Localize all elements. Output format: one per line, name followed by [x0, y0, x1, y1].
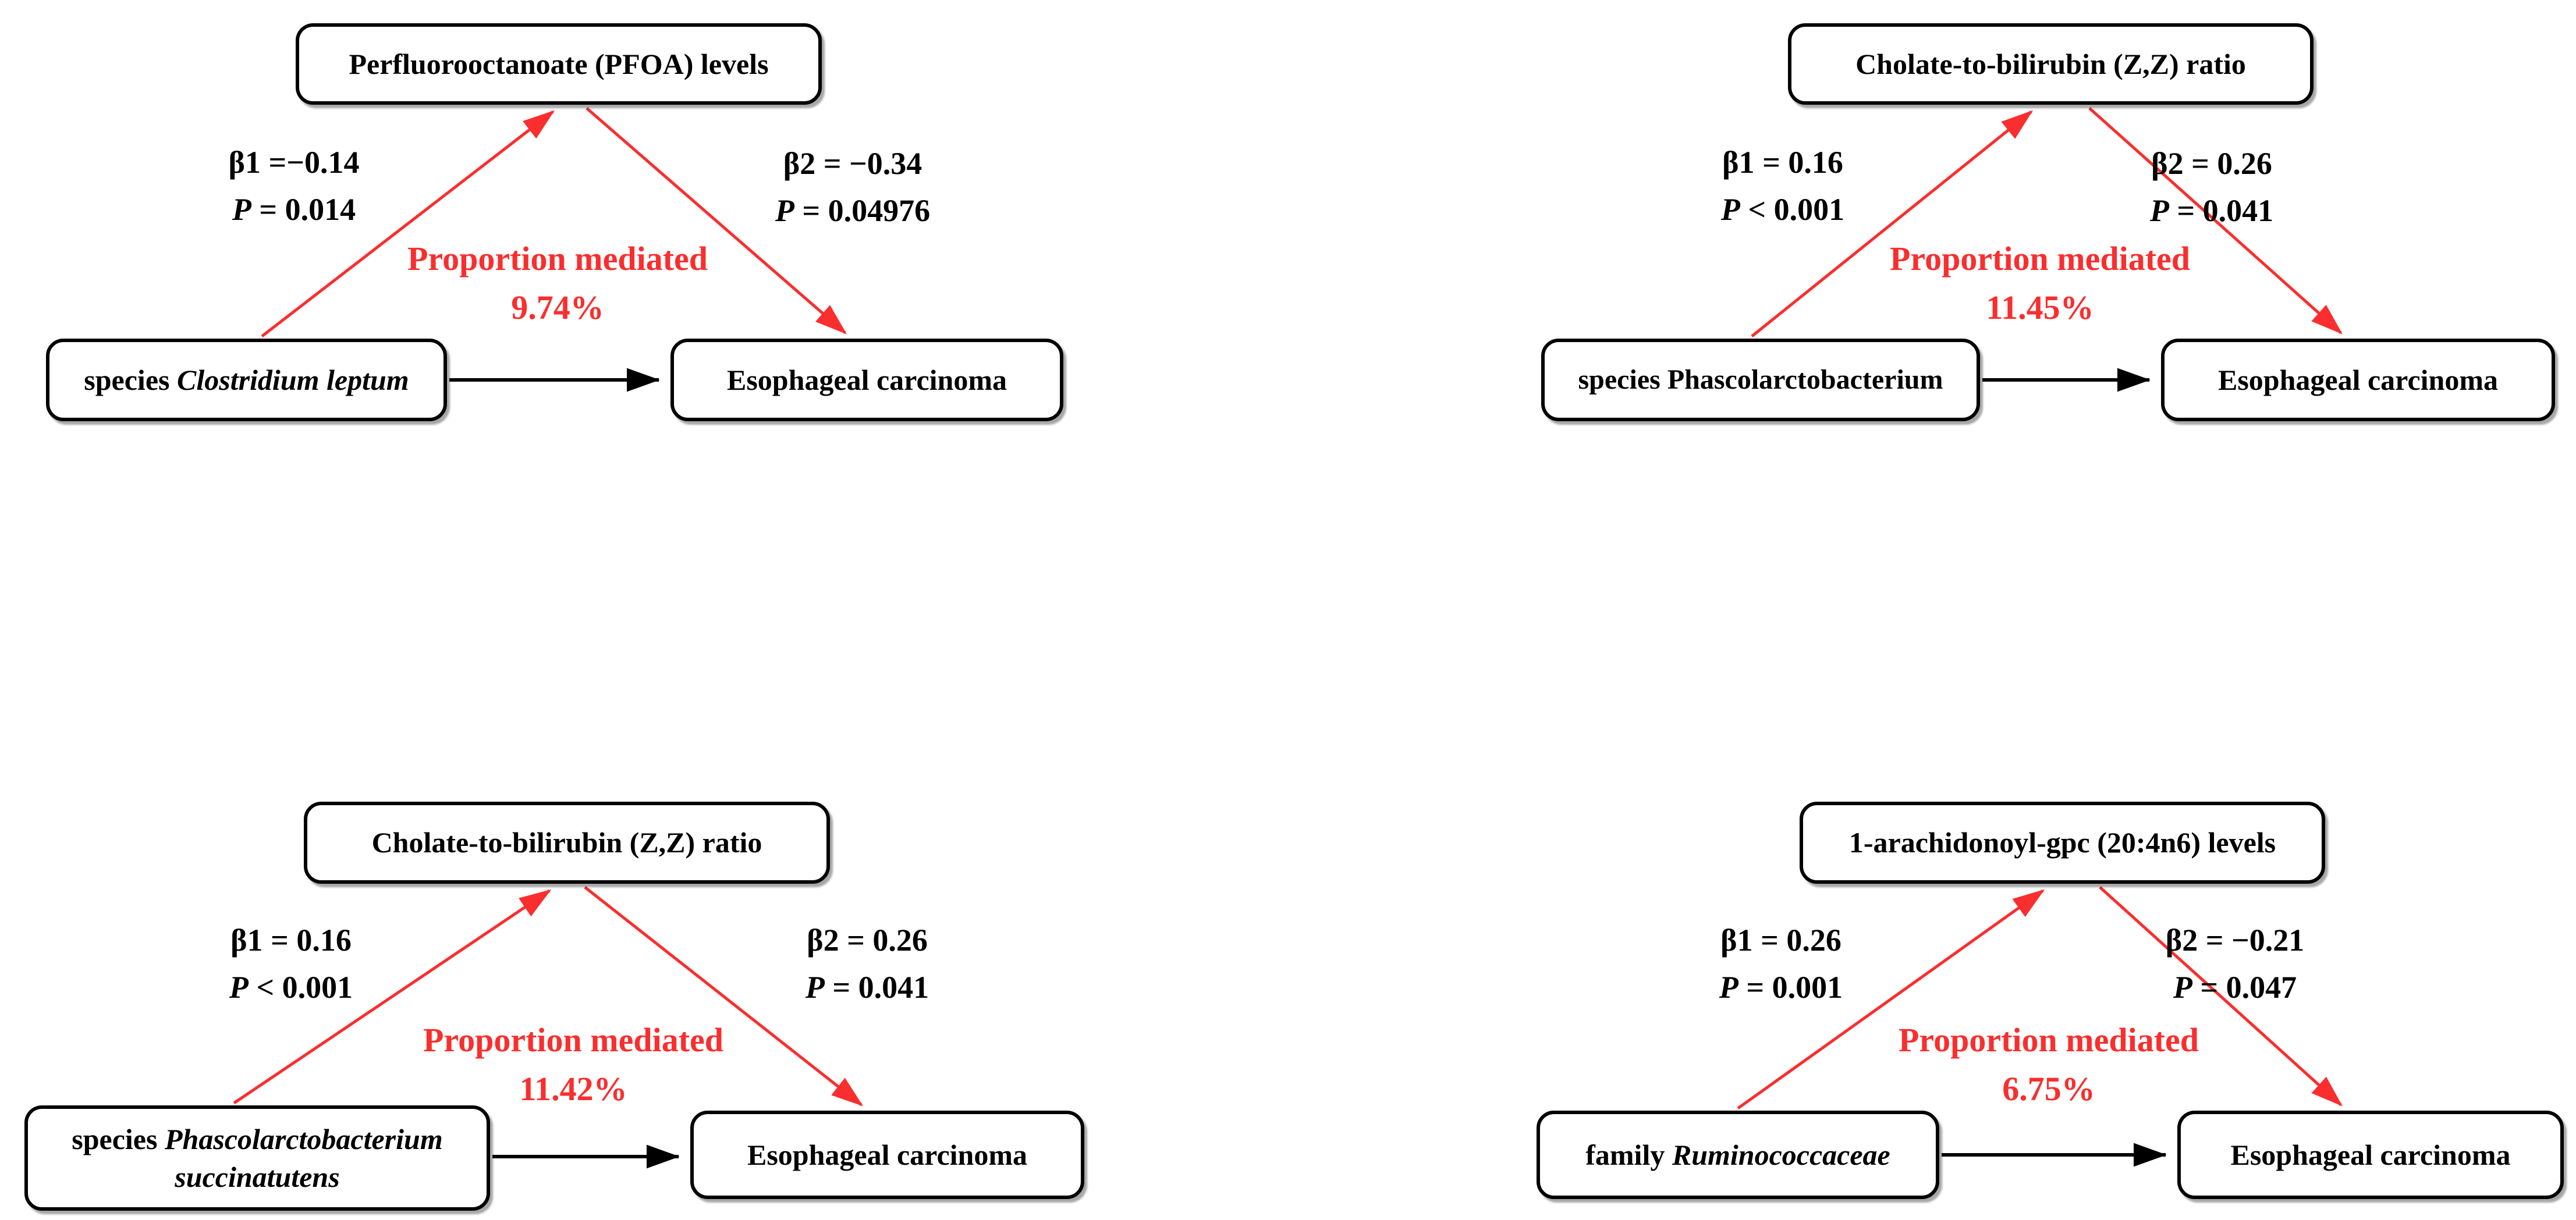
outcome-label: Esophageal carcinoma	[747, 1138, 1028, 1171]
beta1-value: β1 = 0.16	[1722, 145, 1843, 180]
p2-value: P = 0.047	[2173, 970, 2297, 1005]
taxon-rank: family	[1585, 1138, 1665, 1171]
outcome-box: Esophageal carcinoma	[2161, 339, 2555, 421]
exposure-label: family Ruminococcaceae	[1585, 1136, 1890, 1174]
proportion-mediated-value: 9.74%	[511, 289, 604, 326]
p-symbol: P	[805, 970, 825, 1005]
beta2-value: β2 = 0.26	[2151, 146, 2272, 181]
p2-path-b-arrow	[2088, 107, 2343, 335]
path-b-stats: β2 = 0.26 P = 0.041	[806, 917, 929, 1011]
proportion-mediated: Proportion mediated 9.74%	[407, 234, 708, 332]
mediator-box: Cholate-to-bilirubin (Z,Z) ratio	[1788, 23, 2314, 105]
exposure-box: family Ruminococcaceae	[1537, 1111, 1939, 1199]
path-a-stats: β1 =−0.14 P = 0.014	[229, 139, 360, 233]
taxon-name: Phascolarctobacterium	[1667, 364, 1943, 395]
mediator-box: Cholate-to-bilirubin (Z,Z) ratio	[304, 802, 830, 884]
p1-value: P < 0.001	[229, 970, 353, 1005]
proportion-mediated: Proportion mediated 11.45%	[1890, 234, 2190, 332]
exposure-label: species Clostridium leptum	[84, 361, 409, 399]
p1-value: P = 0.014	[232, 192, 356, 227]
p1-value: P = 0.001	[1719, 970, 1843, 1005]
proportion-mediated: Proportion mediated 6.75%	[1899, 1016, 2199, 1114]
p-symbol: P	[1720, 192, 1740, 227]
beta1-value: β1 = 0.26	[1720, 923, 1841, 958]
beta2-value: β2 = −0.21	[2165, 923, 2305, 958]
proportion-mediated-label: Proportion mediated	[407, 239, 708, 278]
mediator-label: Perfluorooctanoate (PFOA) levels	[349, 47, 769, 80]
taxon-name: Ruminococcaceae	[1672, 1138, 1890, 1171]
proportion-mediated-value: 11.45%	[1986, 289, 2094, 326]
p3-path-b-arrow	[584, 886, 864, 1107]
path-a-stats: β1 = 0.16 P < 0.001	[1721, 139, 1844, 233]
p1-path-a-arrow	[261, 110, 555, 337]
p-symbol: P	[229, 970, 249, 1005]
mediator-label: Cholate-to-bilirubin (Z,Z) ratio	[1855, 47, 2246, 80]
taxon-name: Phascolarctobacterium succinatutens	[164, 1122, 443, 1193]
exposure-box: species Phascolarctobacterium	[1541, 339, 1980, 421]
exposure-box: species Clostridium leptum	[46, 339, 447, 421]
proportion-mediated-value: 6.75%	[2002, 1070, 2095, 1108]
taxon-rank: species	[72, 1122, 158, 1155]
p2-path-a-arrow	[1751, 110, 2034, 337]
outcome-box: Esophageal carcinoma	[670, 339, 1063, 421]
mediator-label: Cholate-to-bilirubin (Z,Z) ratio	[371, 826, 762, 859]
mediator-label: 1-arachidonoyl-gpc (20:4n6) levels	[1848, 826, 2276, 859]
outcome-box: Esophageal carcinoma	[690, 1111, 1084, 1199]
p2-value: P = 0.041	[805, 970, 929, 1005]
p4-path-b-arrow	[2099, 886, 2343, 1107]
p-symbol: P	[775, 193, 794, 228]
outcome-label: Esophageal carcinoma	[726, 363, 1007, 396]
p-symbol: P	[1719, 970, 1738, 1005]
beta2-value: β2 = 0.26	[807, 923, 928, 958]
exposure-label: species Phascolarctobacterium	[1578, 362, 1943, 398]
taxon-rank: species	[84, 363, 170, 396]
p4-path-a-arrow	[1737, 889, 2045, 1110]
path-b-stats: β2 = −0.34 P = 0.04976	[775, 140, 930, 234]
proportion-mediated-label: Proportion mediated	[1889, 239, 2191, 278]
exposure-label: species Phascolarctobacterium succinatut…	[28, 1121, 487, 1196]
p2-value: P = 0.041	[2149, 193, 2274, 228]
mediator-box: 1-arachidonoyl-gpc (20:4n6) levels	[1800, 802, 2325, 884]
beta2-value: β2 = −0.34	[783, 146, 922, 181]
path-b-stats: β2 = −0.21 P = 0.047	[2166, 917, 2305, 1011]
outcome-box: Esophageal carcinoma	[2177, 1111, 2564, 1199]
p-symbol: P	[2149, 193, 2169, 228]
path-a-stats: β1 = 0.26 P = 0.001	[1719, 917, 1843, 1011]
path-b-stats: β2 = 0.26 P = 0.041	[2150, 140, 2273, 234]
taxon-rank: species	[1578, 364, 1660, 395]
exposure-box: species Phascolarctobacterium succinatut…	[24, 1105, 490, 1211]
p2-value: P = 0.04976	[775, 193, 931, 228]
proportion-mediated-value: 11.42%	[519, 1070, 627, 1108]
mediator-box: Perfluorooctanoate (PFOA) levels	[296, 23, 822, 105]
p1-path-b-arrow	[586, 107, 847, 335]
beta1-value: β1 =−0.14	[228, 145, 360, 180]
p3-path-a-arrow	[233, 889, 552, 1105]
path-a-stats: β1 = 0.16 P < 0.001	[229, 917, 353, 1011]
proportion-mediated-label: Proportion mediated	[1898, 1020, 2199, 1059]
p-symbol: P	[232, 192, 251, 227]
outcome-label: Esophageal carcinoma	[2217, 363, 2499, 396]
p-symbol: P	[2173, 970, 2192, 1005]
proportion-mediated-label: Proportion mediated	[423, 1020, 724, 1059]
p1-value: P < 0.001	[1720, 192, 1845, 227]
outcome-label: Esophageal carcinoma	[2230, 1138, 2511, 1171]
taxon-name: Clostridium leptum	[176, 363, 409, 396]
proportion-mediated: Proportion mediated 11.42%	[423, 1016, 723, 1114]
beta1-value: β1 = 0.16	[230, 923, 352, 958]
